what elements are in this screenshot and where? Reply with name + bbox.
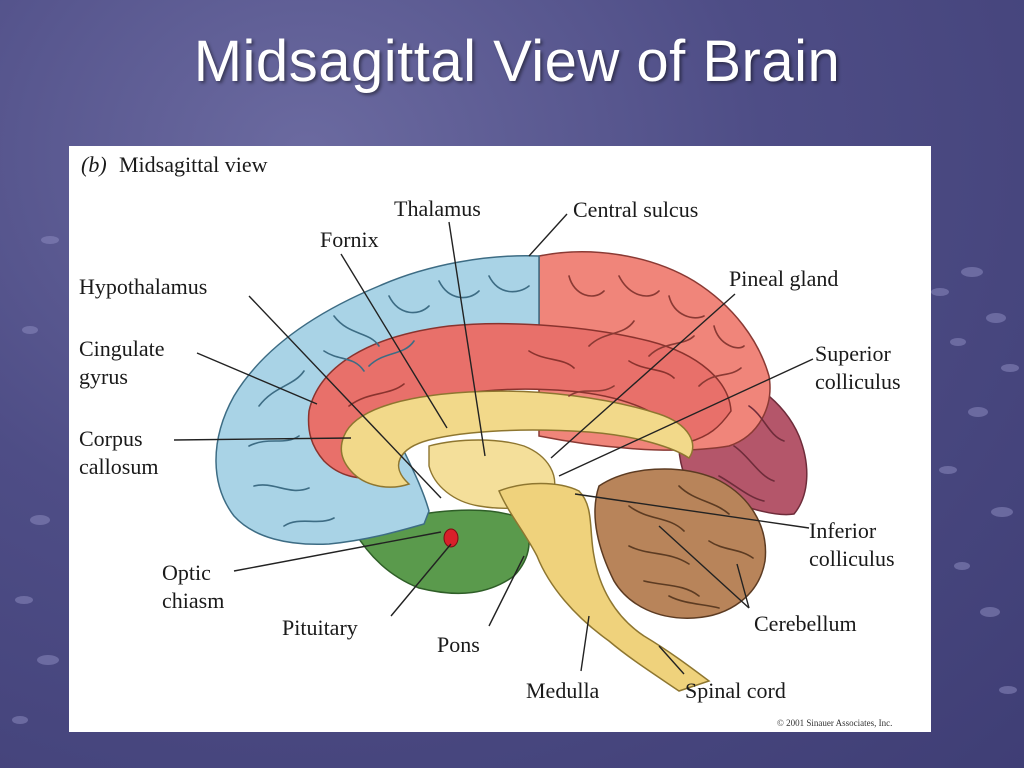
label-thalamus: Thalamus [394, 196, 481, 221]
copyright-note: © 2001 Sinauer Associates, Inc. [777, 718, 892, 728]
slide-title: Midsagittal View of Brain [193, 29, 841, 94]
label-spinal-cord: Spinal cord [685, 678, 786, 703]
corpus-callosum [340, 390, 694, 488]
pituitary [443, 528, 459, 548]
gyri-texture [248, 275, 785, 609]
label-superior-2: colliculus [815, 369, 901, 394]
brain-diagram: (b) Midsagittal view [79, 152, 901, 728]
label-cerebellum: Cerebellum [754, 611, 857, 636]
label-pituitary: Pituitary [282, 615, 358, 640]
label-fornix: Fornix [320, 227, 379, 252]
label-cingulate-2: gyrus [79, 364, 128, 389]
brain-figure: (b) Midsagittal view [69, 146, 931, 732]
cerebellum [594, 468, 767, 619]
caption-text: Midsagittal view [119, 152, 268, 177]
label-optic-1: Optic [162, 560, 211, 585]
label-optic-2: chiasm [162, 588, 224, 613]
label-corpus-1: Corpus [79, 426, 143, 451]
caption-tag: (b) [81, 152, 107, 177]
leader-lines [173, 213, 814, 675]
label-pons: Pons [437, 632, 480, 657]
label-corpus-2: callosum [79, 454, 158, 479]
brainstem [498, 482, 711, 692]
label-inferior-1: Inferior [809, 518, 877, 543]
label-superior-1: Superior [815, 341, 891, 366]
label-pineal-gland: Pineal gland [729, 266, 838, 291]
label-central-sulcus: Central sulcus [573, 197, 698, 222]
label-inferior-2: colliculus [809, 546, 895, 571]
label-hypothalamus: Hypothalamus [79, 274, 207, 299]
label-medulla: Medulla [526, 678, 600, 703]
label-cingulate-1: Cingulate [79, 336, 165, 361]
